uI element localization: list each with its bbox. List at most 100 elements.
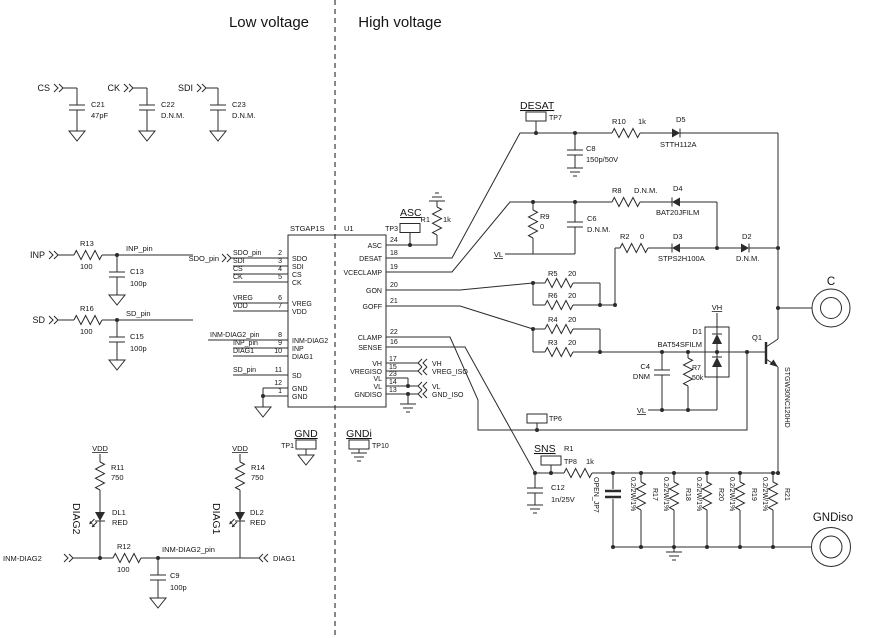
gon-goff-wires bbox=[386, 282, 766, 353]
ground-testpoints: GND TP1 GNDi TP10 bbox=[281, 428, 389, 466]
iso-ground-icon bbox=[399, 399, 417, 413]
c8-capacitor bbox=[566, 149, 584, 156]
r1-sense-ref: R1 bbox=[564, 444, 574, 453]
pin-name: SD bbox=[292, 373, 302, 380]
pin-name: VREG bbox=[292, 301, 312, 308]
tp7-label: TP7 bbox=[549, 115, 562, 122]
tp8-testpoint bbox=[540, 455, 562, 466]
r11-resistor bbox=[95, 461, 105, 491]
c13-value: 100p bbox=[130, 279, 147, 288]
dl1-led bbox=[89, 511, 106, 528]
junction-dot bbox=[639, 545, 643, 549]
vregiso-output-chevron-icon bbox=[417, 366, 428, 376]
net-label-sdi: SDI bbox=[178, 83, 193, 93]
net-label-vh-iso: VH bbox=[432, 361, 442, 368]
junction-dot bbox=[686, 408, 690, 412]
net-label-vdd1: VDD bbox=[92, 444, 108, 453]
pin-name: VCECLAMP bbox=[343, 270, 382, 277]
tp3-testpoint bbox=[399, 223, 421, 233]
r12-resistor bbox=[112, 553, 142, 563]
d4-part: BAT20JFILM bbox=[656, 208, 699, 217]
power-connectors: C GNDiso bbox=[811, 276, 853, 567]
r8-value: D.N.M. bbox=[634, 186, 657, 195]
vceclamp-wires bbox=[386, 201, 778, 305]
asc-network: ASC TP3 R1 1k bbox=[385, 192, 451, 247]
iso-pin-wires bbox=[386, 362, 418, 400]
net-label-vl-iso: VL bbox=[432, 384, 441, 391]
junction-dot bbox=[406, 384, 410, 388]
pin8-net: INM-DIAG2_pin bbox=[210, 332, 260, 339]
pin-name: INM-DIAG2 bbox=[292, 338, 328, 345]
pin-name: ASC bbox=[368, 243, 382, 250]
collector-terminal-outer bbox=[811, 288, 851, 328]
pin-name: VREGISO bbox=[350, 369, 382, 376]
c4-capacitor bbox=[653, 369, 671, 376]
r1-asc-ref: R1 bbox=[420, 215, 430, 224]
junction-dot bbox=[611, 471, 615, 475]
pin-number: 22 bbox=[390, 329, 398, 336]
pin-name: DIAG1 bbox=[292, 354, 313, 361]
r13-ref: R13 bbox=[80, 239, 94, 248]
clamp-sense-routing: TP6 bbox=[386, 336, 748, 474]
junction-dot bbox=[715, 350, 719, 354]
junction-dot bbox=[705, 545, 709, 549]
junction-dot bbox=[705, 471, 709, 475]
r9-resistor bbox=[528, 209, 538, 239]
r2-value: 0 bbox=[640, 232, 644, 241]
junction-dot bbox=[639, 471, 643, 475]
pin-name: GON bbox=[366, 288, 382, 295]
junction-dot bbox=[534, 131, 538, 135]
pin-number: 20 bbox=[390, 282, 398, 289]
d1-ref: D1 bbox=[692, 327, 702, 336]
net-label-gndi: GNDi bbox=[346, 428, 372, 440]
gate-driver-ic: STGAP1S U1 SDO_pin SDO_pin SDI CS CK VRE… bbox=[189, 224, 468, 418]
d1-diode-bottom bbox=[711, 356, 723, 368]
r1-sense-resistor bbox=[563, 468, 593, 478]
pin-number: 6 bbox=[278, 295, 282, 302]
pin-number: 17 bbox=[389, 356, 397, 363]
pin2-net: SDO_pin bbox=[233, 250, 262, 257]
d1-package-outline bbox=[704, 326, 730, 378]
net-label-sd-pin: SD_pin bbox=[126, 309, 151, 318]
r5-value: 20 bbox=[568, 269, 576, 278]
ic-body bbox=[287, 234, 387, 408]
dl2-led bbox=[229, 511, 246, 528]
junction-dot bbox=[533, 471, 537, 475]
d2-ref: D2 bbox=[742, 232, 752, 241]
collector-terminal-label: C bbox=[827, 276, 835, 288]
r14-value: 750 bbox=[251, 473, 264, 482]
dl1-ref: DL1 bbox=[112, 508, 126, 517]
r6-ref: R6 bbox=[548, 291, 558, 300]
junction-dot bbox=[549, 471, 553, 475]
junction-dot bbox=[660, 350, 664, 354]
c22-capacitor bbox=[138, 104, 156, 111]
spi-filter-caps: CS CK SDI C21 47pF C22 D.N.M. C23 D.N.M. bbox=[37, 83, 255, 142]
junction-dot bbox=[115, 318, 119, 322]
r21-resistor bbox=[768, 481, 778, 511]
pin-number: 12 bbox=[274, 380, 282, 387]
pin-name: SDI bbox=[292, 264, 304, 271]
junction-dot bbox=[613, 303, 617, 307]
r21-value: 0.2/2W/1% bbox=[761, 477, 768, 511]
inm-diag2-chevron-icon bbox=[63, 553, 74, 563]
c13-capacitor bbox=[108, 271, 126, 278]
pin-name: GNDISO bbox=[354, 392, 382, 399]
ic-part-number: STGAP1S bbox=[290, 224, 325, 233]
pin-name: SDO bbox=[292, 256, 308, 263]
r18-value: 0.2/2W/1% bbox=[662, 477, 669, 511]
r13-resistor bbox=[73, 250, 103, 260]
r21-ref: R21 bbox=[783, 488, 790, 501]
junction-dot bbox=[406, 392, 410, 396]
c9-capacitor bbox=[149, 574, 167, 581]
pin-name: DESAT bbox=[359, 256, 383, 263]
r4-value: 20 bbox=[568, 315, 576, 324]
junction-dot bbox=[686, 350, 690, 354]
gate-resistor-network: R5 20 R6 20 R4 20 R3 20 bbox=[386, 269, 766, 357]
r10-ref: R10 bbox=[612, 117, 626, 126]
pin-name: VH bbox=[372, 361, 382, 368]
collector-terminal-inner bbox=[820, 297, 842, 319]
c6-value: D.N.M. bbox=[587, 225, 610, 234]
jp7-jumper bbox=[605, 489, 621, 499]
junction-dot bbox=[776, 471, 780, 475]
